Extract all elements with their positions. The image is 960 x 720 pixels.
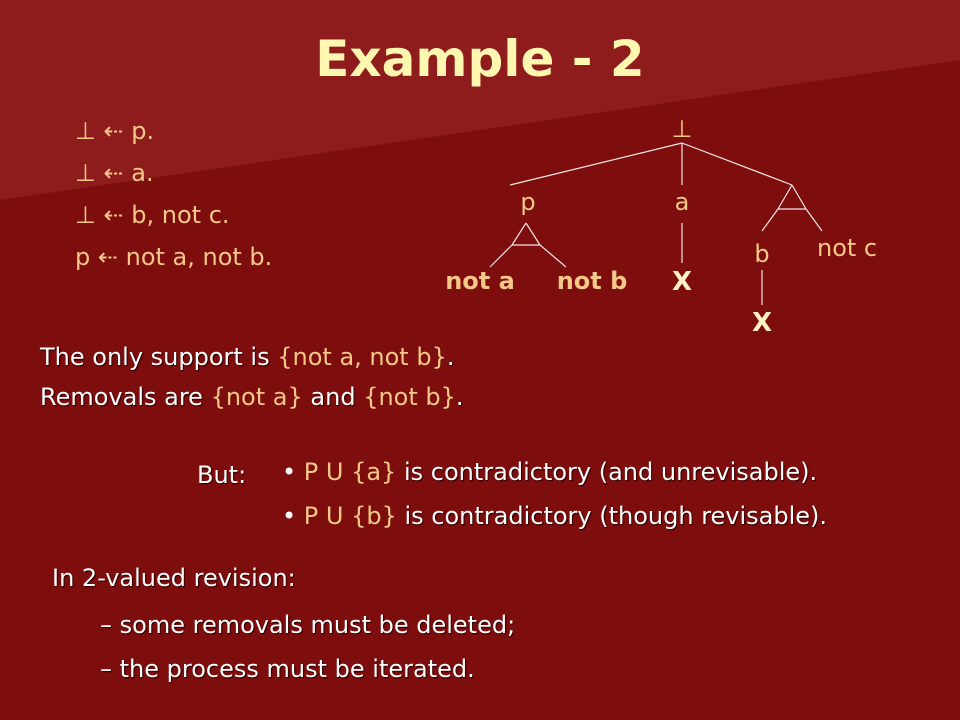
- revision-list: – some removals must be deleted; – the p…: [100, 603, 515, 691]
- bullet-item: • P U {a} is contradictory (and unrevisa…: [282, 458, 818, 486]
- rule-1: ⊥ ⇠ p.: [75, 117, 155, 145]
- tree-leaf-x-a: X: [672, 267, 692, 297]
- tree-root-label: ⊥: [672, 115, 693, 143]
- edge-p-nota: [489, 244, 513, 268]
- tree-node-not-c: not c: [817, 234, 877, 262]
- and-node-bc-right: [791, 184, 807, 210]
- edge-root-p: [509, 142, 683, 186]
- tree-node-not-b: not b: [557, 267, 628, 295]
- bullet-item: • P U {b} is contradictory (though revis…: [282, 502, 828, 530]
- and-node-p-right: [525, 222, 541, 246]
- and-node-bc-left: [777, 184, 793, 210]
- tree-node-b: b: [754, 240, 769, 268]
- edge-p-notb: [539, 244, 567, 268]
- revision-item: – some removals must be deleted;: [100, 611, 516, 639]
- rule-2: ⊥ ⇠ a.: [75, 159, 154, 187]
- rule-3: ⊥ ⇠ b, not c.: [75, 201, 230, 229]
- edge-and-notc: [805, 208, 823, 232]
- support-line: The only support is {not a, not b}.: [40, 343, 455, 371]
- removals-line: Removals are {not a} and {not b}.: [40, 383, 464, 411]
- tree-node-a: a: [675, 188, 690, 216]
- but-label: But:: [197, 461, 247, 489]
- rule-4: p ⇠ not a, not b.: [75, 243, 273, 271]
- slide-title: Example - 2: [315, 30, 645, 88]
- tree-leaf-x-b: X: [752, 308, 772, 338]
- tree-node-not-a: not a: [445, 267, 515, 295]
- support-text: The only support is {not a, not b}. Remo…: [40, 337, 464, 417]
- edge-and-b: [761, 208, 779, 232]
- rules-list: ⊥ ⇠ p. ⊥ ⇠ a. ⊥ ⇠ b, not c. p ⇠ not a, n…: [75, 110, 272, 278]
- but-bullet-list: • P U {a} is contradictory (and unrevisa…: [282, 450, 827, 538]
- tree-node-p: p: [520, 188, 535, 216]
- and-node-p-left: [511, 222, 527, 246]
- revision-item: – the process must be iterated.: [100, 655, 475, 683]
- derivation-tree: ⊥ p a b not c not a not b X X: [445, 115, 877, 338]
- revision-heading: In 2-valued revision:: [52, 564, 296, 592]
- edge-root-and: [681, 142, 793, 186]
